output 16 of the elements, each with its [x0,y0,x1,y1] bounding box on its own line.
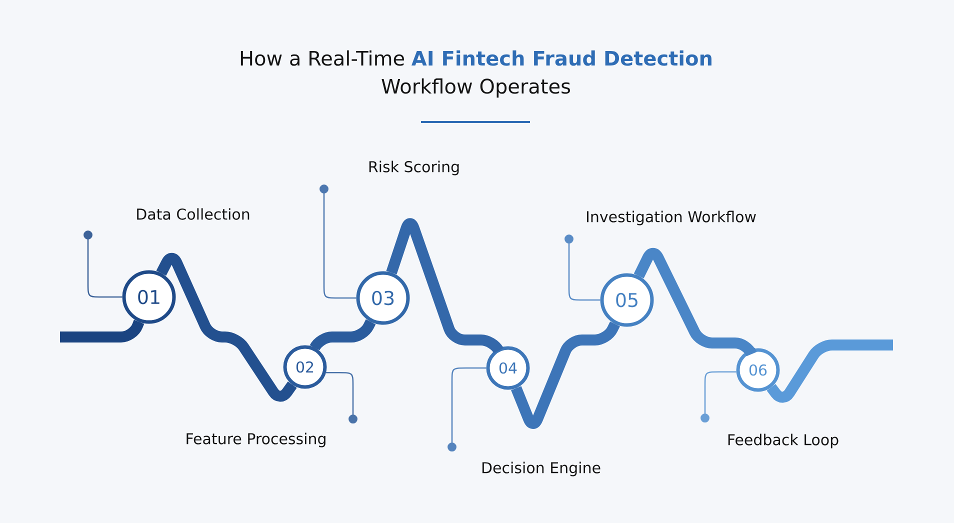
leader-line [84,230,122,298]
wave-line [511,321,620,429]
step-label: Feedback Loop [728,434,838,448]
wave-line [766,340,893,403]
step-label: Decision Engine [482,462,600,476]
leader-line [700,371,736,422]
title: How a Real-Time AI Fintech Fraud Detection Workflow Operates [240,50,712,98]
step-label: Data Collection [137,208,250,220]
leader-line [320,184,356,299]
step-label: Investigation Workflow [586,210,756,226]
step-label: Feature Processing [186,432,326,448]
leader-line [448,367,486,452]
step-label: Risk Scoring [369,160,459,176]
wave-line [156,253,297,402]
leader-line [326,372,358,424]
leader-line [564,234,600,301]
